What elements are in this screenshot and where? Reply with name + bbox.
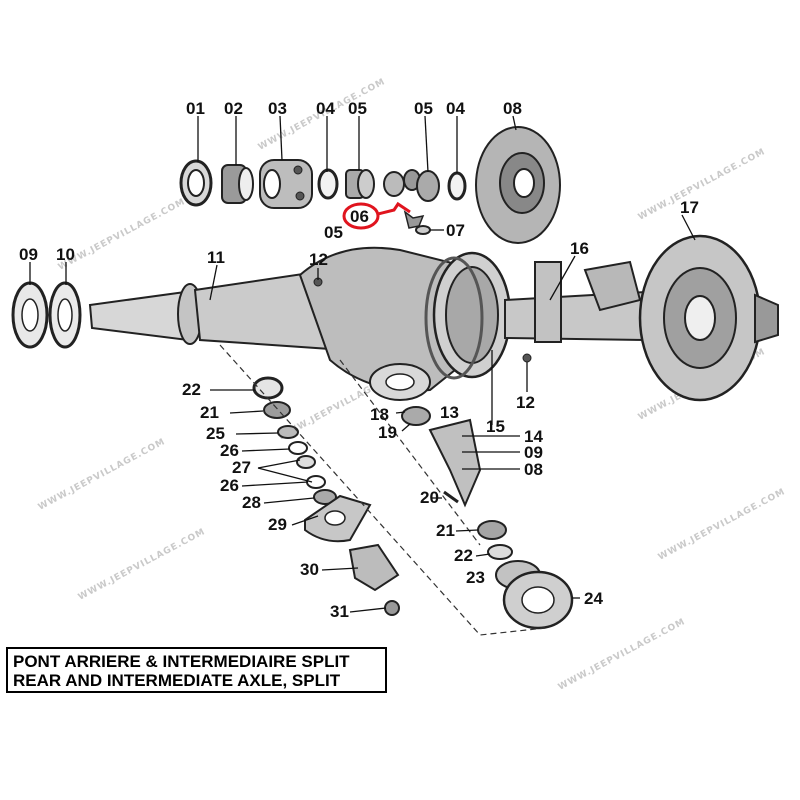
part-label-26: 26 [220, 441, 239, 460]
part-label-27: 27 [232, 458, 251, 477]
part-label-24: 24 [584, 589, 603, 608]
part-labels: 01 02 03 04 05 05 04 08 06 05 07 17 09 1… [19, 99, 699, 621]
part-label-04: 04 [446, 99, 465, 118]
caption-french: PONT ARRIERE & INTERMEDIAIRE SPLIT [13, 652, 350, 671]
part-label-31: 31 [330, 602, 349, 621]
part-label-12: 12 [516, 393, 535, 412]
highlight-arrow [377, 201, 411, 216]
part-label-22: 22 [182, 380, 201, 399]
caption-english: REAR AND INTERMEDIATE AXLE, SPLIT [13, 671, 341, 690]
part-label-22: 22 [454, 546, 473, 565]
part-label-21: 21 [436, 521, 455, 540]
watermark: WWW.JEEPVILLAGE.COM [657, 487, 788, 563]
part-label-09: 09 [524, 443, 543, 462]
part-label-13: 13 [440, 403, 459, 422]
part-label-20: 20 [420, 488, 439, 507]
part-label-28: 28 [242, 493, 261, 512]
part-label-07: 07 [446, 221, 465, 240]
part-label-09: 09 [19, 245, 38, 264]
part-label-10: 10 [56, 245, 75, 264]
part-label-06: 06 [350, 207, 369, 226]
part-label-25: 25 [206, 424, 225, 443]
watermark: WWW.JEEPVILLAGE.COM [637, 147, 768, 223]
part-label-05: 05 [324, 223, 343, 242]
highlight-circle [342, 202, 380, 230]
part-label-08: 08 [503, 99, 522, 118]
part-label-04: 04 [316, 99, 335, 118]
part-label-12: 12 [309, 250, 328, 269]
pinion-parts [401, 406, 574, 630]
part-label-23: 23 [466, 568, 485, 587]
part-label-30: 30 [300, 560, 319, 579]
part-06-highlight [342, 201, 411, 230]
part-label-01: 01 [186, 99, 205, 118]
watermark: WWW.JEEPVILLAGE.COM [557, 617, 688, 693]
axle-housing [11, 234, 779, 402]
part-label-02: 02 [224, 99, 243, 118]
part-label-21: 21 [200, 403, 219, 422]
part-label-05: 05 [348, 99, 367, 118]
part-label-11: 11 [207, 248, 225, 267]
part-label-17: 17 [680, 198, 699, 217]
part-label-16: 16 [570, 239, 589, 258]
part-label-18: 18 [370, 405, 389, 424]
part-label-29: 29 [268, 515, 287, 534]
guide-lines [219, 344, 546, 636]
part-label-03: 03 [268, 99, 287, 118]
part-label-26: 26 [220, 476, 239, 495]
diagram-caption-box: PONT ARRIERE & INTERMEDIAIRE SPLIT REAR … [6, 647, 387, 693]
differential-parts [179, 126, 561, 244]
watermark: WWW.JEEPVILLAGE.COM [37, 437, 168, 513]
leader-lines [29, 115, 696, 613]
watermark: WWW.JEEPVILLAGE.COM [77, 527, 208, 603]
part-label-14: 14 [524, 427, 543, 446]
part-label-15: 15 [486, 417, 505, 436]
part-label-19: 19 [378, 423, 397, 442]
yoke-parts [252, 376, 400, 616]
part-label-08: 08 [524, 460, 543, 479]
part-label-05: 05 [414, 99, 433, 118]
watermark: WWW.JEEPVILLAGE.COM [57, 197, 188, 273]
